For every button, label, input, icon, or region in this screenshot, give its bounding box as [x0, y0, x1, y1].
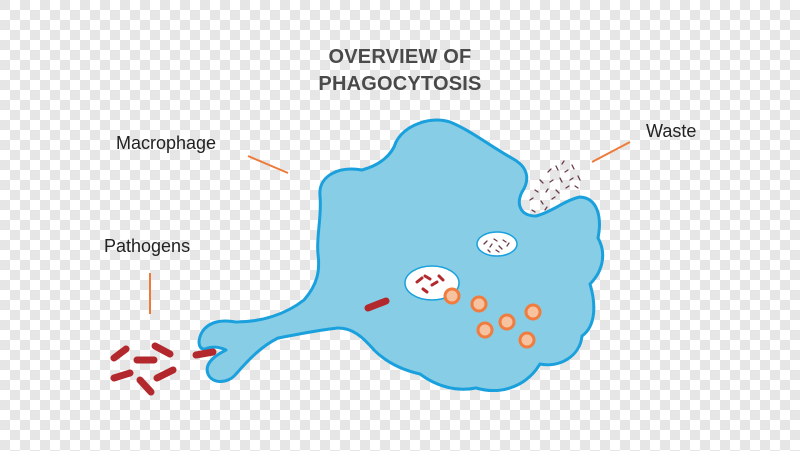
pathogens-cluster — [110, 342, 217, 396]
title-line-2: PHAGOCYTOSIS — [318, 73, 482, 95]
title-line-1: OVERVIEW OF — [328, 46, 472, 68]
pathogens-label: Pathogens — [104, 236, 191, 256]
lysosomes — [443, 287, 542, 349]
waste-leader — [591, 141, 631, 163]
digestion-vacuole — [476, 231, 518, 257]
waste-label: Waste — [646, 121, 697, 141]
pathogen-entering — [364, 297, 390, 312]
waste-particles — [529, 160, 581, 213]
leader-lines — [149, 141, 631, 314]
macrophage-leader — [247, 155, 289, 174]
macrophage-label: Macrophage — [116, 133, 217, 153]
